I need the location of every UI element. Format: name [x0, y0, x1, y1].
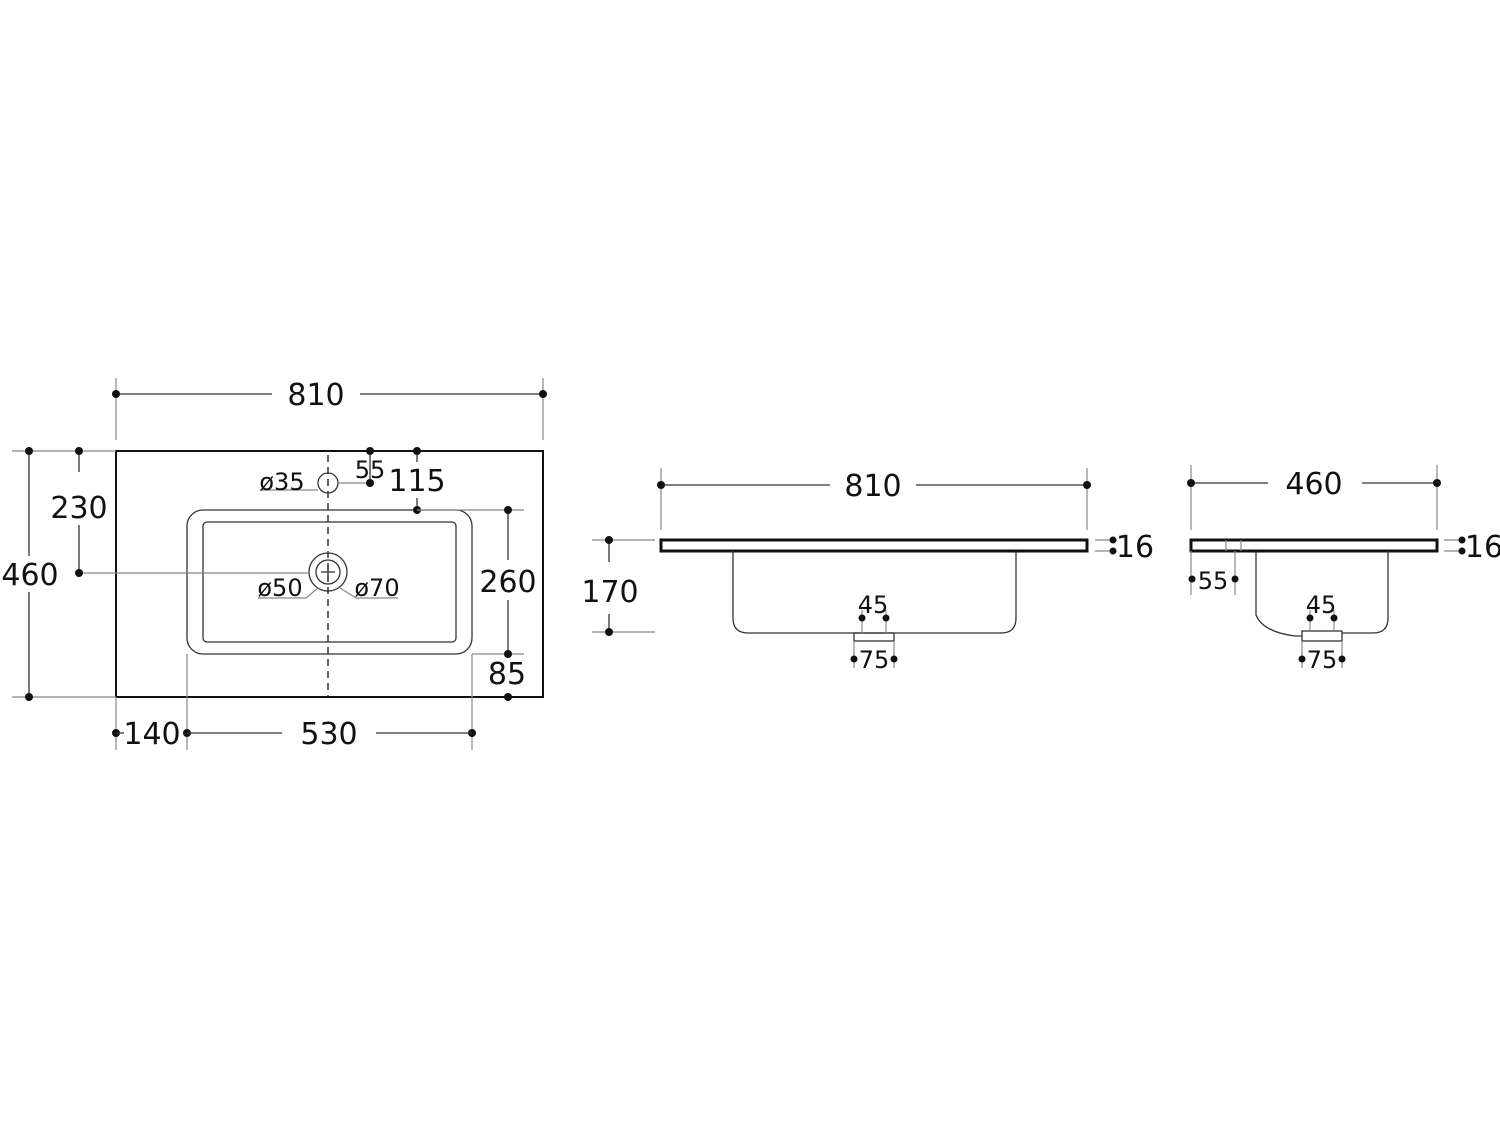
- top-view-outline: [115, 450, 544, 698]
- side-flange-label: 75: [1307, 646, 1338, 674]
- drain-outer-diameter-label: ø70: [354, 574, 399, 602]
- bowl-inner-rim: [202, 521, 457, 643]
- dimension-dot: [1458, 547, 1466, 555]
- top-width-label: 810: [287, 378, 344, 413]
- dimension-dot: [605, 536, 613, 544]
- top-view: 810 460 230 ø35 55 115 26: [1, 378, 547, 752]
- bowl-from-back-label: 115: [388, 464, 445, 499]
- dimension-dot: [75, 447, 83, 455]
- top-depth-label: 460: [1, 558, 58, 593]
- front-thickness-label: 16: [1116, 530, 1154, 565]
- bowl-from-side-label: 140: [123, 717, 180, 752]
- bowl-outer-rim: [186, 509, 473, 655]
- bowl-from-front-label: 85: [488, 657, 526, 692]
- dimension-dot: [413, 447, 421, 455]
- dimension-dot: [890, 655, 898, 663]
- front-outlet-label: 45: [858, 591, 889, 619]
- dimension-dot: [850, 655, 858, 663]
- dimension-dot: [1458, 536, 1466, 544]
- front-drain: [853, 632, 895, 642]
- dimension-dot: [366, 447, 374, 455]
- side-thickness-label: 16: [1465, 530, 1500, 565]
- dimension-dot: [75, 569, 83, 577]
- dimension-dot: [25, 447, 33, 455]
- dimension-dot: [605, 628, 613, 636]
- dimension-dot: [504, 650, 512, 658]
- side-outlet-label: 45: [1306, 591, 1337, 619]
- drain-inner: [315, 559, 341, 585]
- dimension-dot: [882, 614, 890, 622]
- dimension-dot: [112, 390, 120, 398]
- dimension-dot: [504, 506, 512, 514]
- dimension-dot: [1109, 536, 1117, 544]
- leader-line: [258, 587, 319, 599]
- front-width-label: 810: [844, 469, 901, 504]
- dimension-dot: [25, 693, 33, 701]
- dimension-dot: [1338, 655, 1346, 663]
- dimension-dot: [1231, 575, 1239, 583]
- dimension-dot: [366, 479, 374, 487]
- drain-outer: [308, 552, 348, 592]
- dimension-dot: [539, 390, 547, 398]
- side-drain: [1301, 630, 1343, 642]
- tap-from-back-label: 55: [355, 456, 386, 484]
- front-height-label: 170: [581, 575, 638, 610]
- bowl-width-label: 530: [300, 717, 357, 752]
- tap-offset-label: 230: [50, 491, 107, 526]
- dimension-dot: [1433, 479, 1441, 487]
- dimension-dot: [504, 693, 512, 701]
- side-basin: [1255, 551, 1389, 637]
- dimension-dot: [1330, 614, 1338, 622]
- drain-inner-diameter-label: ø50: [257, 574, 302, 602]
- side-view: 460 16 55 45 75: [1187, 465, 1500, 674]
- dimension-dot: [1083, 481, 1091, 489]
- dimension-dot: [1188, 575, 1196, 583]
- dimension-dot: [1109, 547, 1117, 555]
- side-slab: [1189, 538, 1439, 553]
- dimension-dot: [657, 481, 665, 489]
- side-overflow-label: 55: [1198, 567, 1229, 595]
- dimension-dot: [858, 614, 866, 622]
- front-slab: [659, 538, 1089, 553]
- side-depth-label: 460: [1285, 467, 1342, 502]
- tap-hole-diameter-label: ø35: [259, 468, 304, 496]
- leader-line: [339, 587, 398, 599]
- front-flange-label: 75: [859, 646, 890, 674]
- dimension-dot: [1306, 614, 1314, 622]
- bowl-depth-label: 260: [479, 565, 536, 600]
- dimension-dot: [1298, 655, 1306, 663]
- front-view: 810 16 170 45 75: [581, 468, 1154, 674]
- dimension-dot: [1187, 479, 1195, 487]
